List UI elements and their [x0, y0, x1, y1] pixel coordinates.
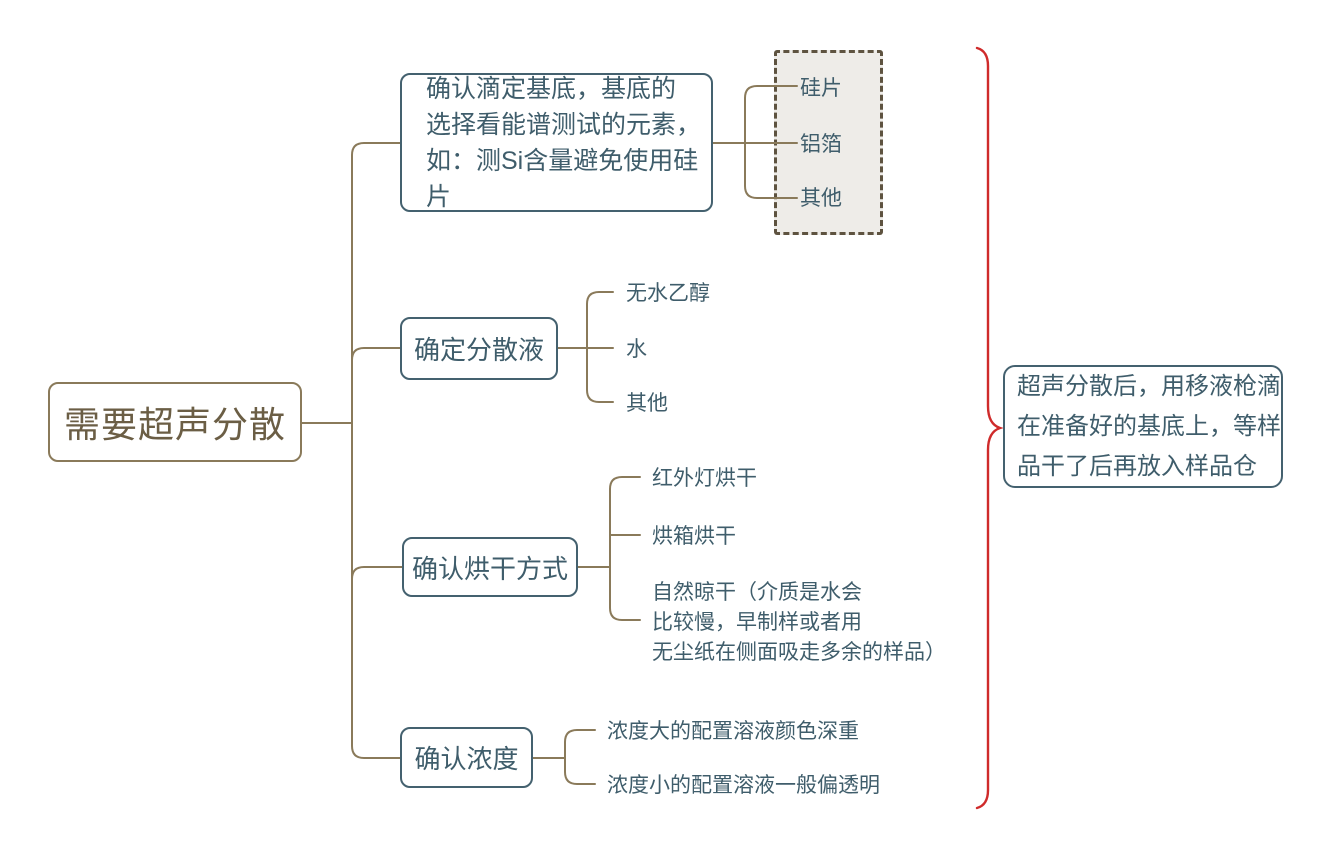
concentration-label: 确认浓度: [414, 744, 519, 774]
leaf-dispersant-other[interactable]: 其他: [626, 392, 668, 415]
annotation-line-2: 在准备好的基底上，等样: [1017, 412, 1281, 440]
leaf-water[interactable]: 水: [626, 338, 647, 361]
branch-drying-elbow: [351, 566, 403, 580]
annotation-line-3: 品干了后再放入样品仓: [1017, 452, 1257, 480]
branch-node-dispersant[interactable]: 确定分散液: [400, 317, 558, 380]
air-drying-line-1: 自然晾干（介质是水会: [652, 581, 862, 604]
substrate-line-3: 如：测Si含量避免使用硅片: [426, 146, 699, 211]
branch-node-substrate[interactable]: 确认滴定基底，基底的 选择看能谱测试的元素， 如：测Si含量避免使用硅片: [400, 73, 713, 212]
drying-children-spine: [609, 476, 641, 621]
leaf-low-concentration[interactable]: 浓度小的配置溶液一般偏透明: [607, 774, 880, 797]
leaf-air-drying-note[interactable]: 自然晾干（介质是水会 比较慢，早制样或者用 无尘纸在侧面吸走多余的样品）: [652, 578, 946, 668]
leaf-oven-drying[interactable]: 烘箱烘干: [652, 525, 736, 548]
right-curly-brace: [975, 46, 1004, 810]
leaf-aluminum-foil[interactable]: 铝箔: [800, 133, 842, 156]
substrate-line-1: 确认滴定基底，基底的: [426, 74, 677, 103]
root-node[interactable]: 需要超声分散: [48, 382, 302, 462]
annotation-node[interactable]: 超声分散后，用移液枪滴 在准备好的基底上，等样 品干了后再放入样品仓: [1003, 365, 1283, 488]
substrate-children-spine: [744, 85, 798, 199]
substrate-line-2: 选择看能谱测试的元素，: [426, 110, 702, 139]
trunk-line: [351, 142, 401, 759]
root-node-label: 需要超声分散: [63, 404, 286, 445]
air-drying-line-2: 比较慢，早制样或者用: [652, 611, 862, 634]
annotation-line-1: 超声分散后，用移液枪滴: [1017, 372, 1281, 400]
branch-dispersant-elbow: [351, 347, 401, 361]
dispersant-label: 确定分散液: [413, 335, 544, 365]
concentration-children-spine: [564, 729, 596, 785]
drying-label: 确认烘干方式: [411, 553, 568, 584]
leaf-ethanol[interactable]: 无水乙醇: [626, 282, 710, 305]
leaf-substrate-other[interactable]: 其他: [800, 187, 842, 210]
branch-node-drying[interactable]: 确认烘干方式: [402, 537, 578, 597]
air-drying-line-3: 无尘纸在侧面吸走多余的样品）: [652, 641, 946, 664]
leaf-infrared-lamp-drying[interactable]: 红外灯烘干: [652, 467, 757, 490]
dispersant-children-spine: [586, 291, 614, 403]
branch-node-concentration[interactable]: 确认浓度: [400, 727, 533, 788]
leaf-silicon-wafer[interactable]: 硅片: [800, 77, 842, 100]
leaf-high-concentration[interactable]: 浓度大的配置溶液颜色深重: [607, 720, 859, 743]
